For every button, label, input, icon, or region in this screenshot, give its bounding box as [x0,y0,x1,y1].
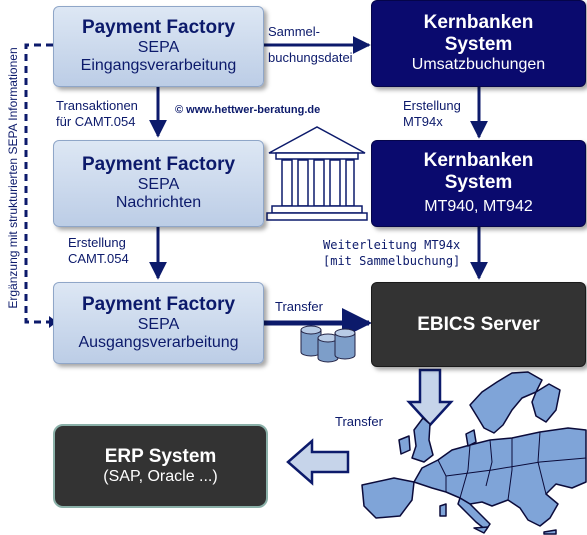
label-transfer-ebics: Transfer [275,299,323,314]
box-line-1: SEPA [137,315,180,333]
label-erstellung-mt: Erstellung [403,98,461,113]
kernbanken-mt-box: Kernbanken System MT940, MT942 [371,140,586,227]
label-buchungsdatei: buchungsdatei [268,50,353,65]
box-title: EBICS Server [417,313,540,335]
database-stack-icon [300,325,356,363]
box-title-1: Kernbanken [423,150,534,172]
box-title: Payment Factory [81,154,236,176]
transfer-down-hollow-arrow [406,368,454,427]
side-label: Ergänzung mit strukturierten SEPA Inform… [5,47,20,309]
transfer-left-hollow-arrow [286,438,350,486]
box-line-1: (SAP, Oracle ...) [103,467,218,485]
copyright-label: © www.hettwer-beratung.de [175,104,321,116]
box-line-1: SEPA [137,39,180,57]
europe-map-borders [437,431,587,501]
label-transaktionen: Transaktionen [56,98,138,113]
label-transfer-erp: Transfer [335,414,383,429]
box-title: ERP System [104,445,217,467]
label-mt94x: MT94x [403,114,443,129]
label-sammel: Sammel- [268,24,321,39]
box-title: Payment Factory [81,17,236,39]
erp-system-box: ERP System (SAP, Oracle ...) [53,424,268,508]
payment-factory-eingang-box: Payment Factory SEPA Eingangsverarbeitun… [53,6,264,87]
box-title-2: System [444,172,513,194]
box-line-2: Eingangsverarbeitung [80,57,237,75]
europe-map-icon [361,371,587,535]
box-line-1: SEPA [137,176,180,194]
label-fuer-camt: für CAMT.054 [56,114,136,129]
label-camt054: CAMT.054 [68,251,129,266]
box-line-1: Umsatzbuchungen [411,56,546,74]
payment-factory-nachrichten-box: Payment Factory SEPA Nachrichten [53,140,264,227]
label-sammelbuchung: [mit Sammelbuchung] [323,254,461,268]
ebics-server-box: EBICS Server [371,282,586,367]
box-line-1: MT940, MT942 [424,198,533,216]
box-title: Payment Factory [81,293,236,315]
box-line-2: Nachrichten [115,194,202,212]
box-title-2: System [444,34,513,56]
label-weiterleitung: Weiterleitung MT94x [323,238,461,252]
box-line-2: Ausgangsverarbeitung [78,333,239,351]
bank-building-icon [266,126,368,221]
kernbanken-umsatz-box: Kernbanken System Umsatzbuchungen [371,0,586,87]
payment-factory-ausgang-box: Payment Factory SEPA Ausgangsverarbeitun… [53,282,264,364]
box-title-1: Kernbanken [423,12,534,34]
label-erstellung-camt: Erstellung [68,235,126,250]
